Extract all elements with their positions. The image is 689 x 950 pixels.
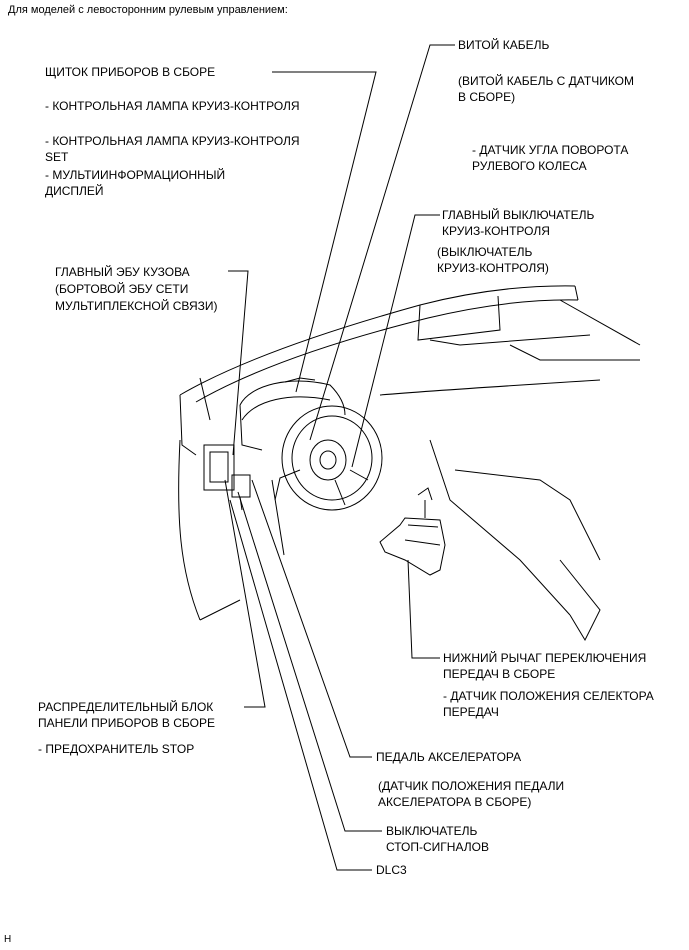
label-accel-sub1: (ДАТЧИК ПОЛОЖЕНИЯ ПЕДАЛИ (378, 779, 565, 793)
label-cruise-main1: ГЛАВНЫЙ ВЫКЛЮЧАТЕЛЬ (442, 208, 595, 222)
label-body-ecu3: МУЛЬТИПЛЕКСНОЙ СВЯЗИ) (55, 299, 218, 313)
junction-block-drawing (203, 444, 251, 511)
label-cruise-main2: КРУИЗ-КОНТРОЛЯ (442, 224, 550, 238)
label-shift-sensor2: ПЕРЕДАЧ (443, 705, 499, 719)
label-shift-lever2: ПЕРЕДАЧ В СБОРЕ (443, 667, 556, 681)
label-body-ecu2: (БОРТОВОЙ ЭБУ СЕТИ (55, 282, 189, 296)
label-junction1: РАСПРЕДЕЛИТЕЛЬНЫЙ БЛОК (38, 700, 214, 714)
label-cluster-mid1: - МУЛЬТИИНФОРМАЦИОННЫЙ (45, 168, 226, 182)
label-shift-lever1: НИЖНИЙ РЫЧАГ ПЕРЕКЛЮЧЕНИЯ (443, 651, 647, 665)
steering-wheel-drawing (271, 405, 383, 556)
label-dlc3: DLC3 (376, 863, 407, 877)
label-stop-switch2: СТОП-СИГНАЛОВ (386, 840, 489, 854)
label-stop-switch1: ВЫКЛЮЧАТЕЛЬ (386, 824, 478, 838)
label-accel-sub2: АКСЕЛЕРАТОРА В СБОРЕ) (378, 795, 532, 809)
label-cruise-sub1: (ВЫКЛЮЧАТЕЛЬ (437, 245, 533, 259)
label-cluster: ЩИТОК ПРИБОРОВ В СБОРЕ (45, 65, 216, 79)
instrument-cluster-drawing (239, 377, 346, 451)
label-shift-sensor1: - ДАТЧИК ПОЛОЖЕНИЯ СЕЛЕКТОРА (443, 689, 654, 703)
label-accel-pedal: ПЕДАЛЬ АКСЕЛЕРАТОРА (376, 750, 522, 764)
shift-lever-drawing (379, 487, 446, 576)
label-cluster-lamp2b: SET (45, 150, 69, 164)
label-junction-fuse: - ПРЕДОХРАНИТЕЛЬ STOP (38, 742, 195, 756)
page-header: Для моделей с левосторонним рулевым упра… (8, 4, 288, 16)
label-cluster-lamp2a: - КОНТРОЛЬНАЯ ЛАМПА КРУИЗ-КОНТРОЛЯ (45, 134, 300, 148)
leader-lines (224, 44, 455, 871)
label-cluster-mid2: ДИСПЛЕЙ (45, 184, 104, 198)
label-junction2: ПАНЕЛИ ПРИБОРОВ В СБОРЕ (38, 716, 215, 730)
label-body-ecu1: ГЛАВНЫЙ ЭБУ КУЗОВА (55, 265, 190, 279)
footer-code: H (4, 934, 12, 945)
label-cruise-sub2: КРУИЗ-КОНТРОЛЯ) (437, 261, 549, 275)
dashboard-outline (178, 285, 641, 642)
label-wire-cable-sub1: (ВИТОЙ КАБЕЛЬ С ДАТЧИКОМ (458, 74, 634, 88)
label-wire-cable-sub2: В СБОРЕ) (458, 90, 516, 104)
label-steering-sensor1: - ДАТЧИК УГЛА ПОВОРОТА (472, 143, 629, 157)
label-cluster-lamp1: - КОНТРОЛЬНАЯ ЛАМПА КРУИЗ-КОНТРОЛЯ (45, 99, 300, 113)
label-steering-sensor2: РУЛЕВОГО КОЛЕСА (472, 159, 587, 173)
label-wire-cable: ВИТОЙ КАБЕЛЬ (458, 38, 550, 52)
